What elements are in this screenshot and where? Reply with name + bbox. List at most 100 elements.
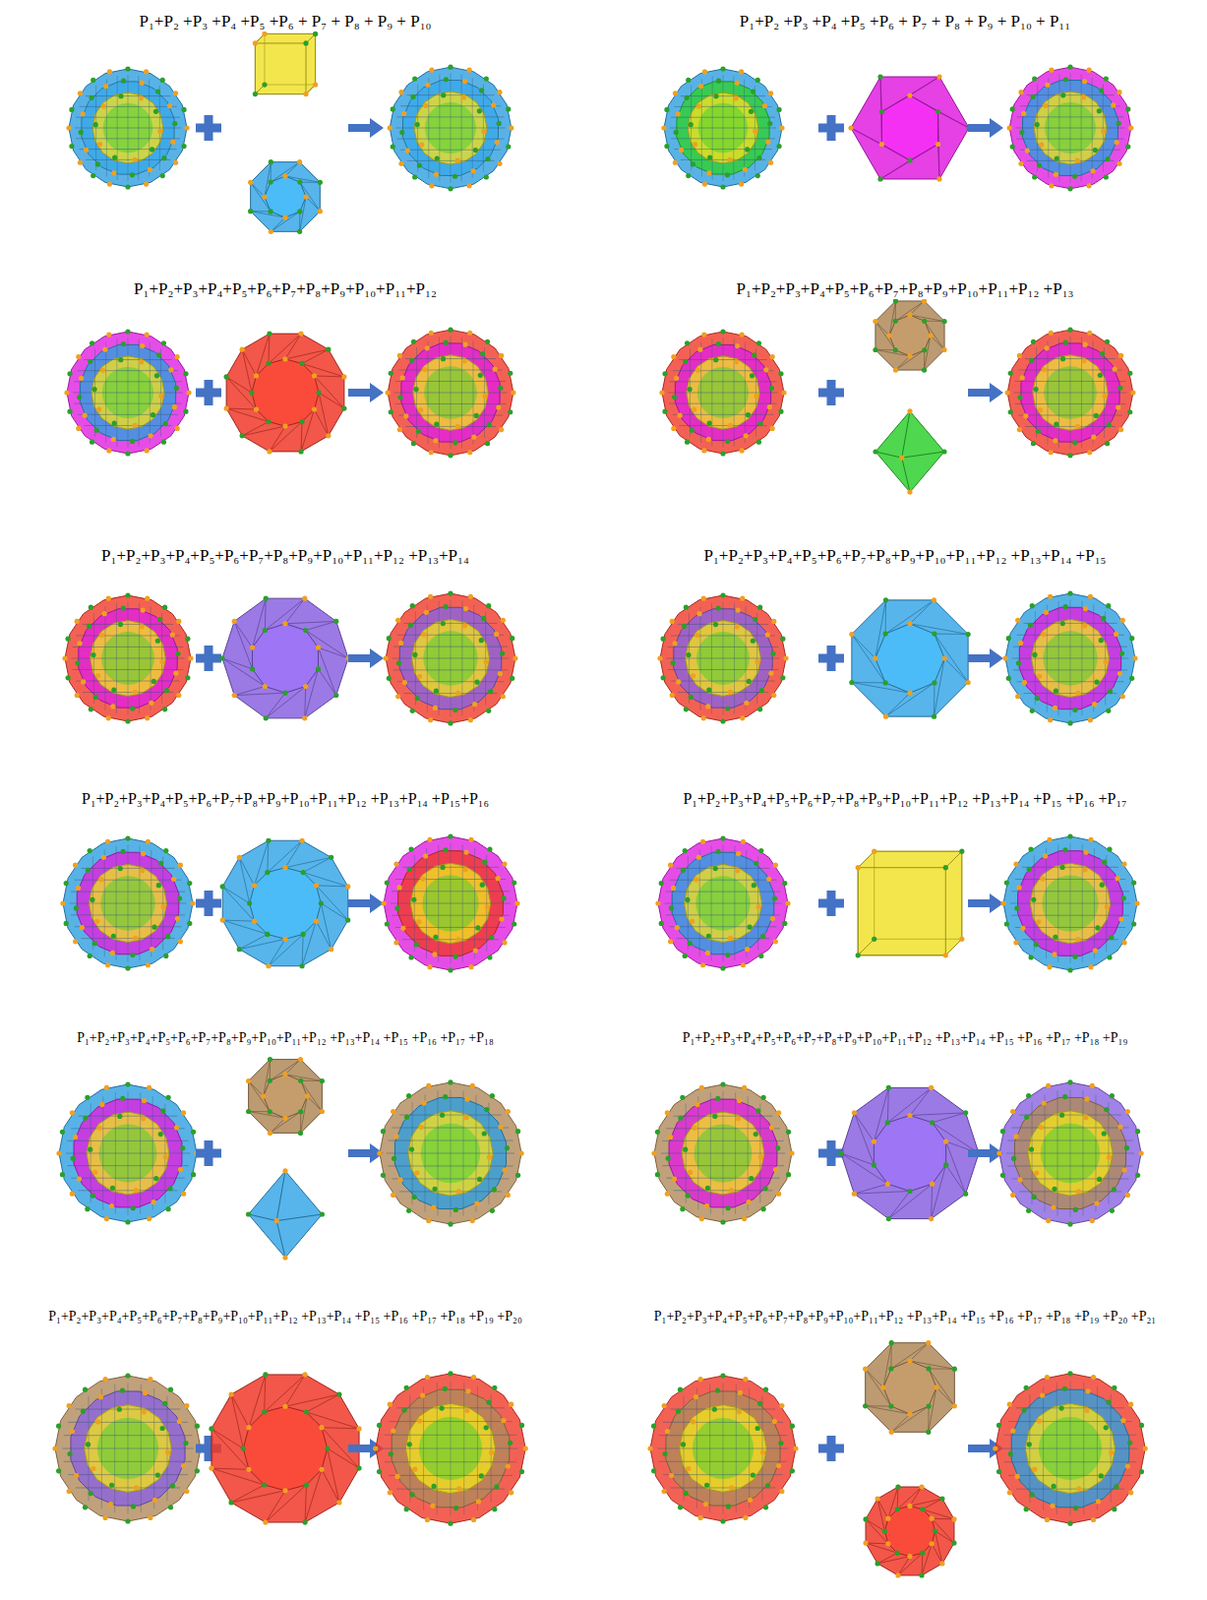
vertex-dot [1135,1128,1141,1134]
vertex-dot [747,1497,753,1503]
vertex-dot [757,1400,763,1406]
vertex-dot [442,846,448,852]
vertex-dot [440,356,446,362]
vertex-dot [1044,1516,1050,1522]
plus-sign [818,890,845,916]
vertex-dot [1044,82,1050,88]
vertex-dot [1108,934,1114,940]
vertex-dot [1059,864,1065,870]
formula-title: P₁+P₂+P₃+P₄+P₅+P₆+P₇+P₈+P₉+P₁₀+P₁₁+P₁₂ +… [652,1308,1159,1326]
vertex-dot [785,1129,791,1135]
vertex-dot [872,448,878,454]
vertex-dot [208,1465,214,1471]
vertex-dot [1017,426,1023,432]
vertex-dot [298,1130,303,1136]
vertex-dot [886,1085,892,1090]
vertex-dot [485,708,491,714]
vertex-dot [418,407,423,413]
vertex-dot [1018,89,1024,95]
nested-polyhedra [61,592,193,724]
vertex-dot [694,632,700,638]
vertex-dot [769,1124,775,1130]
vertex-dot [228,1499,234,1505]
vertex-dot [698,1514,704,1520]
vertex-dot [1000,1128,1006,1134]
vertex-dot [313,918,319,924]
vertex-dot [497,1123,503,1129]
vertex-dot [855,952,861,958]
vertex-dot [249,645,255,651]
vertex-dot [77,90,83,96]
vertex-dot [1110,102,1116,108]
vertex-dot [1048,449,1054,455]
vertex-dot [1021,111,1026,117]
vertex-dot [929,1181,935,1187]
vertex-dot [84,1206,90,1211]
vertex-dot [472,701,478,707]
vertex-dot [431,951,437,957]
vertex-dot [251,918,257,924]
vertex-dot [1024,1506,1029,1511]
vertex-dot [783,655,788,661]
vertex-dot [315,645,321,651]
vertex-dot [481,128,486,134]
vertex-dot [124,450,130,456]
vertex-dot [282,936,288,942]
vertex-dot [298,448,303,454]
vertex-dot [1101,859,1107,865]
vertex-dot [736,1408,742,1414]
nested-polyhedra [651,1081,794,1224]
vertex-dot [1031,1466,1037,1472]
vertex-dot [1031,652,1037,658]
vertex-dot [688,694,694,700]
vertex-dot [776,1191,782,1197]
vertex-dot [1036,673,1042,679]
vertex-dot [1101,1130,1107,1136]
vertex-dot [61,655,67,661]
vertex-dot [317,180,323,185]
vertex-dot [1098,87,1104,93]
vertex-dot [453,1207,459,1212]
vertex-dot [470,168,476,174]
vertex-dot [753,393,759,399]
vertex-dot [736,1097,742,1103]
vertex-dot [1005,389,1011,395]
vertex-dot [1008,1450,1014,1456]
vertex-dot [939,1560,945,1566]
vertex-dot [760,1448,766,1454]
vertex-dot [404,1114,410,1120]
vertex-dot [727,422,733,428]
vertex-dot [1050,1205,1056,1210]
vertex-dot [789,1467,795,1473]
vertex-dot [245,1424,251,1430]
vertex-dot [1028,1146,1034,1151]
vertex-dot [282,173,288,179]
vertex-dot [931,631,937,637]
vertex-dot [512,655,518,661]
vertex-dot [166,1206,172,1211]
vertex-dot [409,1146,415,1151]
vertex-dot [505,143,511,149]
vertex-dot [194,1423,200,1429]
vertex-dot [497,670,503,676]
vertex-dot [1060,356,1066,362]
vertex-dot [1018,640,1024,646]
vertex-dot [885,1540,891,1546]
vertex-dot [701,715,707,721]
vertex-dot [282,1403,288,1409]
vertex-dot [130,1205,136,1210]
vertex-dot [668,1472,674,1478]
vertex-dot [1116,161,1122,167]
vertex-dot [99,1101,105,1107]
vertex-dot [194,1467,200,1473]
vertex-dot [1017,1176,1023,1182]
vertex-dot [456,1188,462,1194]
vertex-dot [929,1540,935,1546]
vertex-dot [754,659,760,664]
vertex-dot [1063,603,1069,609]
vertex-dot [72,1134,78,1140]
vertex-dot [483,1424,489,1430]
vertex-dot [700,962,706,967]
vertex-dot [74,618,80,624]
vertex-dot [1024,1114,1029,1120]
